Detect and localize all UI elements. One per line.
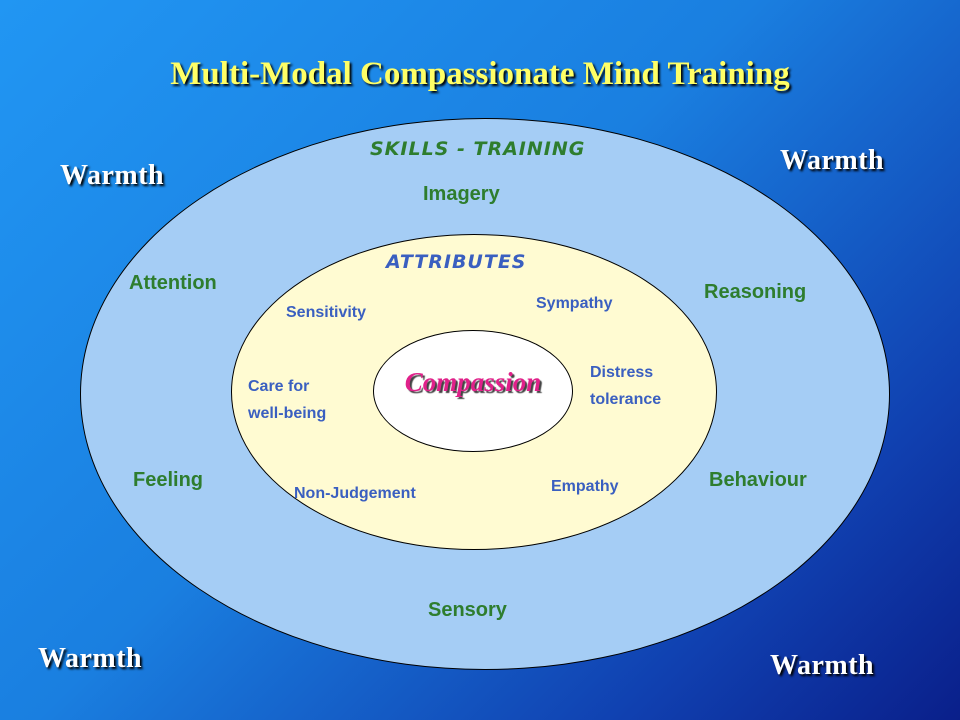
- warmth-label-top-left: Warmth: [60, 160, 165, 191]
- warmth-label-bottom-left: Warmth: [38, 643, 143, 674]
- skill-behaviour: Behaviour: [709, 469, 807, 491]
- attribute-distress-line-2: tolerance: [590, 391, 662, 408]
- compassion-label: Compassion: [404, 367, 542, 397]
- attribute-care-line-2: well-being: [248, 405, 327, 422]
- page-title: Multi-Modal Compassionate Mind Training: [170, 56, 790, 92]
- attribute-care-line-1: Care for: [248, 378, 310, 395]
- skill-attention: Attention: [129, 272, 217, 294]
- warmth-label-top-right: Warmth: [780, 145, 885, 176]
- attribute-distress-line-1: Distress: [590, 364, 654, 381]
- attributes-label: ATTRIBUTES: [386, 251, 527, 273]
- attribute-sympathy: Sympathy: [536, 295, 613, 312]
- skill-sensory: Sensory: [428, 599, 507, 621]
- attribute-care-for-well-being: Care for well-being: [248, 373, 326, 427]
- attribute-non-judgement: Non-Judgement: [294, 485, 416, 502]
- attribute-sensitivity: Sensitivity: [286, 304, 367, 321]
- skill-reasoning: Reasoning: [704, 281, 807, 303]
- skills-training-label: SKILLS - TRAINING: [370, 138, 586, 160]
- compassion-core-ellipse: [373, 330, 573, 452]
- skill-imagery: Imagery: [423, 183, 500, 205]
- attribute-distress-tolerance: Distress tolerance: [590, 359, 661, 413]
- skill-feeling: Feeling: [133, 469, 204, 491]
- attribute-empathy: Empathy: [551, 478, 619, 495]
- warmth-label-bottom-right: Warmth: [770, 650, 875, 681]
